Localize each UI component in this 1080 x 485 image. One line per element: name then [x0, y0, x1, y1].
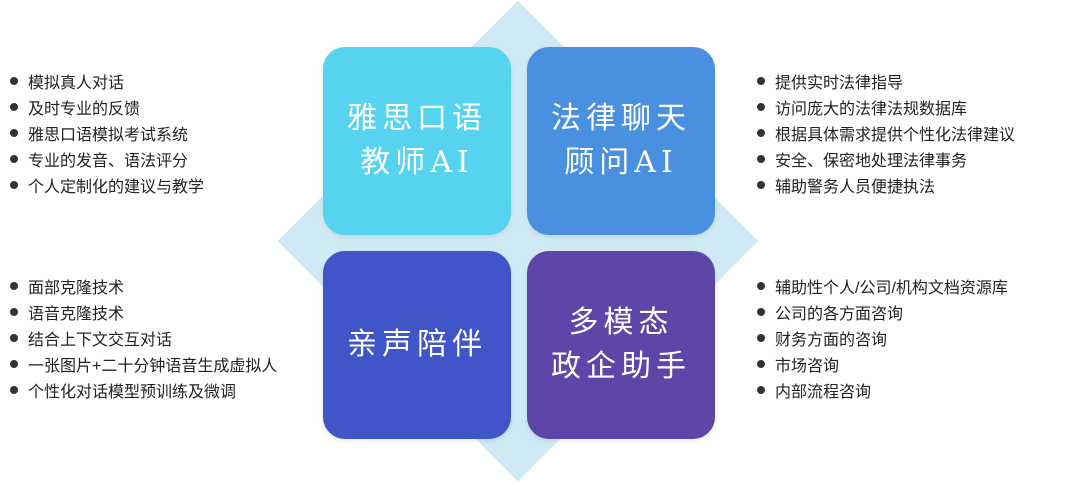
legal-feature-list: 提供实时法律指导 访问庞大的法律法规数据库 根据具体需求提供个性化法律建议 安全… [757, 68, 1015, 198]
list-item-text: 一张图片+二十分钟语音生成虚拟人 [28, 358, 278, 375]
multimodal-enterprise-assistant-box: 多模态 政企助手 [527, 251, 715, 439]
bullet-icon [757, 155, 765, 163]
list-item-text: 专业的发音、语法评分 [28, 153, 189, 170]
list-item: 模拟真人对话 [10, 68, 204, 94]
list-item-text: 访问庞大的法律法规数据库 [775, 101, 968, 118]
bullet-icon [10, 155, 18, 163]
bullet-icon [10, 308, 18, 316]
box-title-line: 法律聊天 [551, 101, 691, 136]
list-item: 安全、保密地处理法律事务 [757, 146, 1015, 172]
ielts-speaking-tutor-box: 雅思口语 教师AI [323, 47, 511, 235]
list-item: 一张图片+二十分钟语音生成虚拟人 [10, 351, 277, 377]
list-item: 辅助警务人员便捷执法 [757, 172, 1015, 198]
bullet-icon [10, 282, 18, 290]
ielts-feature-list: 模拟真人对话 及时专业的反馈 雅思口语模拟考试系统 专业的发音、语法评分 个人定… [10, 68, 204, 198]
box-title-line: 亲声陪伴 [347, 327, 487, 362]
bullet-icon [757, 386, 765, 394]
list-item: 专业的发音、语法评分 [10, 146, 204, 172]
bullet-icon [10, 181, 18, 189]
list-item: 及时专业的反馈 [10, 94, 204, 120]
box-title-line: 政企助手 [551, 349, 691, 384]
bullet-icon [757, 103, 765, 111]
list-item: 内部流程咨询 [757, 377, 1008, 403]
bullet-icon [10, 360, 18, 368]
list-item-text: 个人定制化的建议与教学 [28, 179, 205, 196]
list-item: 财务方面的咨询 [757, 325, 1008, 351]
box-title-line: 顾问AI [564, 145, 678, 180]
list-item: 公司的各方面咨询 [757, 299, 1008, 325]
legal-chat-advisor-box: 法律聊天 顾问AI [527, 47, 715, 235]
bullet-icon [10, 386, 18, 394]
bullet-icon [10, 77, 18, 85]
bullet-icon [757, 308, 765, 316]
voice-companion-box: 亲声陪伴 [323, 251, 511, 439]
list-item-text: 提供实时法律指导 [775, 75, 904, 92]
list-item-text: 结合上下文交互对话 [28, 332, 173, 349]
list-item: 辅助性个人/公司/机构文档资源库 [757, 273, 1008, 299]
list-item-text: 内部流程咨询 [775, 384, 872, 401]
list-item: 市场咨询 [757, 351, 1008, 377]
companion-feature-list: 面部克隆技术 语音克隆技术 结合上下文交互对话 一张图片+二十分钟语音生成虚拟人… [10, 273, 277, 403]
box-title-line: 多模态 [568, 305, 674, 340]
bullet-icon [757, 360, 765, 368]
list-item-text: 模拟真人对话 [28, 75, 125, 92]
list-item: 雅思口语模拟考试系统 [10, 120, 204, 146]
bullet-icon [10, 334, 18, 342]
list-item: 提供实时法律指导 [757, 68, 1015, 94]
list-item: 结合上下文交互对话 [10, 325, 277, 351]
list-item-text: 个性化对话模型预训练及微调 [28, 384, 237, 401]
list-item: 面部克隆技术 [10, 273, 277, 299]
list-item-text: 及时专业的反馈 [28, 101, 141, 118]
list-item-text: 面部克隆技术 [28, 280, 125, 297]
box-title-line: 教师AI [360, 145, 474, 180]
list-item: 个性化对话模型预训练及微调 [10, 377, 277, 403]
enterprise-feature-list: 辅助性个人/公司/机构文档资源库 公司的各方面咨询 财务方面的咨询 市场咨询 内… [757, 273, 1008, 403]
list-item-text: 雅思口语模拟考试系统 [28, 127, 189, 144]
list-item-text: 根据具体需求提供个性化法律建议 [775, 127, 1016, 144]
bullet-icon [757, 129, 765, 137]
bullet-icon [757, 334, 765, 342]
list-item: 个人定制化的建议与教学 [10, 172, 204, 198]
list-item-text: 财务方面的咨询 [775, 332, 888, 349]
list-item-text: 市场咨询 [775, 358, 840, 375]
bullet-icon [757, 77, 765, 85]
list-item-text: 公司的各方面咨询 [775, 306, 904, 323]
bullet-icon [757, 282, 765, 290]
list-item: 根据具体需求提供个性化法律建议 [757, 120, 1015, 146]
list-item: 语音克隆技术 [10, 299, 277, 325]
list-item-text: 语音克隆技术 [28, 306, 125, 323]
list-item-text: 辅助警务人员便捷执法 [775, 179, 936, 196]
list-item-text: 辅助性个人/公司/机构文档资源库 [775, 280, 1008, 297]
bullet-icon [757, 181, 765, 189]
box-title-line: 雅思口语 [347, 101, 487, 136]
bullet-icon [10, 129, 18, 137]
bullet-icon [10, 103, 18, 111]
list-item: 访问庞大的法律法规数据库 [757, 94, 1015, 120]
list-item-text: 安全、保密地处理法律事务 [775, 153, 968, 170]
